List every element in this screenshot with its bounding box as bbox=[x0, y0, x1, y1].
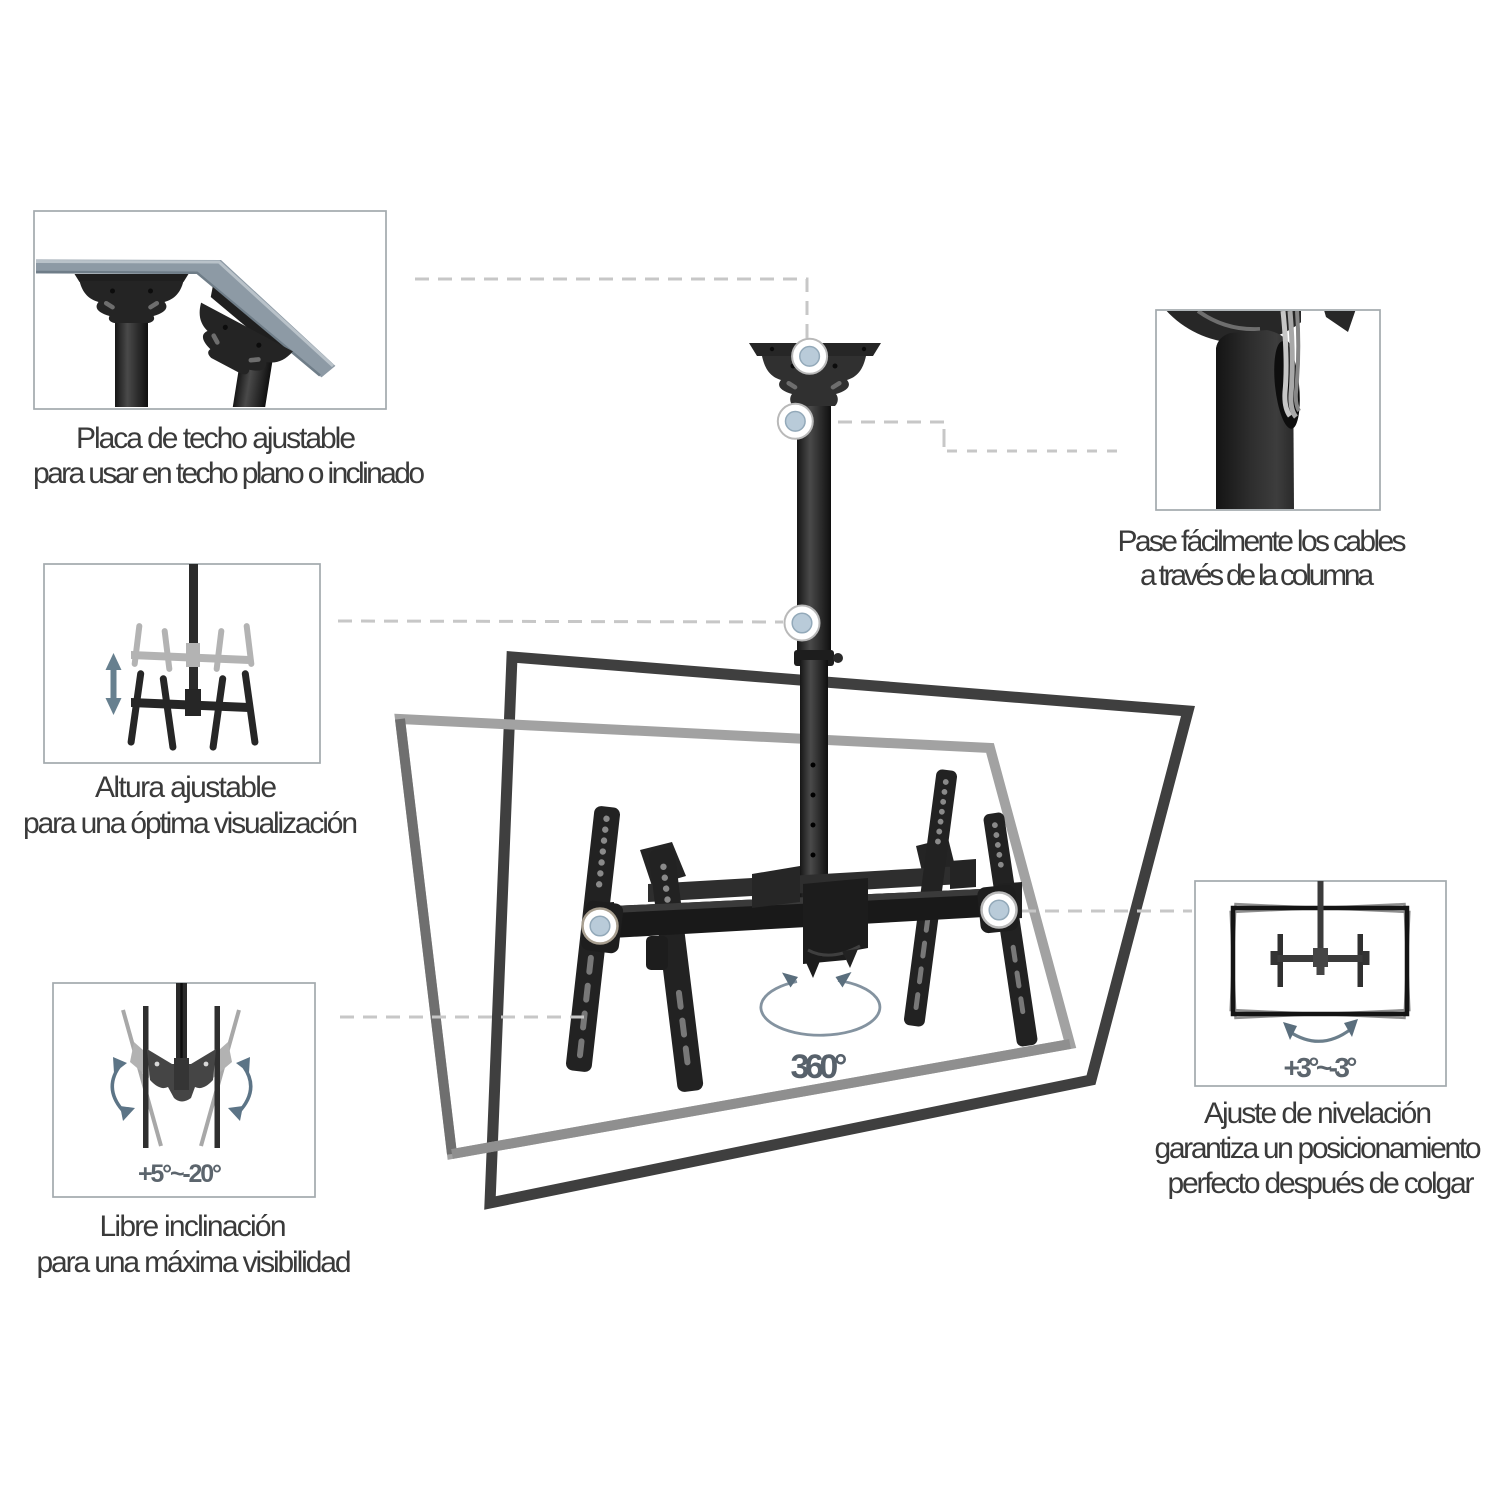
svg-text:a través de la columna: a través de la columna bbox=[1140, 559, 1374, 592]
svg-text:Altura ajustable: Altura ajustable bbox=[95, 771, 277, 804]
svg-text:garantiza un posicionamiento: garantiza un posicionamiento bbox=[1155, 1132, 1482, 1165]
svg-text:+3°~-3°: +3°~-3° bbox=[1284, 1052, 1358, 1083]
svg-text:Libre inclinación: Libre inclinación bbox=[100, 1210, 287, 1243]
svg-text:Placa de techo ajustable: Placa de techo ajustable bbox=[76, 422, 356, 455]
svg-text:+5°~-20°: +5°~-20° bbox=[138, 1160, 222, 1188]
svg-text:360°: 360° bbox=[791, 1048, 848, 1086]
svg-text:para una óptima visualización: para una óptima visualización bbox=[23, 807, 358, 840]
svg-text:para una máxima visibilidad: para una máxima visibilidad bbox=[37, 1246, 352, 1279]
svg-text:para usar en techo plano o inc: para usar en techo plano o inclinado bbox=[33, 457, 425, 490]
svg-text:perfecto después de colgar: perfecto después de colgar bbox=[1168, 1167, 1475, 1200]
svg-text:Ajuste de nivelación: Ajuste de nivelación bbox=[1204, 1097, 1432, 1130]
svg-text:Pase fácilmente los cables: Pase fácilmente los cables bbox=[1118, 525, 1407, 558]
